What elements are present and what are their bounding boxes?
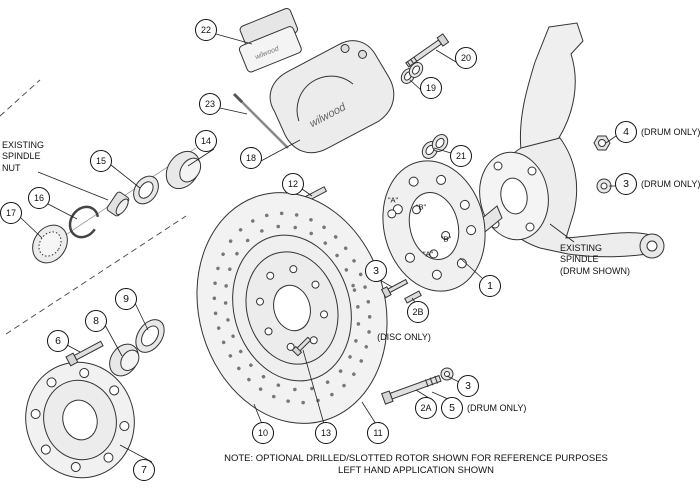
label-existing-spindle-nut: EXISTING SPINDLE NUT xyxy=(2,140,45,173)
dust-cap-part xyxy=(32,224,68,264)
callout-16: 16 xyxy=(28,187,50,209)
drum-bolt-washer-part xyxy=(440,367,454,381)
callout-5: 5 xyxy=(441,397,463,419)
castle-nut-part xyxy=(593,135,611,151)
rotor-part xyxy=(196,192,388,424)
washer-pair-part xyxy=(421,134,449,159)
callout-2A: 2A xyxy=(415,397,437,419)
bracket-hole-label-0: "A" xyxy=(387,195,399,205)
brake-pads-part: wilwood xyxy=(238,7,302,73)
spindle-nut-washer-part xyxy=(133,175,159,205)
bracket-hole-label-3: "A" xyxy=(422,249,434,259)
callout-23: 23 xyxy=(199,93,221,115)
outer-bearing-part xyxy=(165,150,202,190)
callout-12: 12 xyxy=(282,173,304,195)
retaining-ring-part xyxy=(68,205,100,239)
callout-18: 18 xyxy=(240,147,262,169)
callout-10: 10 xyxy=(252,422,274,444)
rotor-bolt-part xyxy=(291,336,312,357)
callout-15: 15 xyxy=(90,150,112,172)
callout-tag-3: (DRUM ONLY) xyxy=(641,179,700,189)
drum-bolt-part xyxy=(381,374,442,405)
callout-9: 9 xyxy=(115,288,137,310)
note-line-1: NOTE: OPTIONAL DRILLED/SLOTTED ROTOR SHO… xyxy=(224,453,608,464)
caliper-part: wilwood xyxy=(269,40,395,154)
inner-bearing-part xyxy=(109,343,140,377)
callout-1: 1 xyxy=(479,275,501,297)
caliper-bracket-part xyxy=(382,160,486,292)
note-line-2: LEFT HAND APPLICATION SHOWN xyxy=(338,465,494,477)
callout-17: 17 xyxy=(0,202,22,224)
spindle-washer-part xyxy=(596,178,612,194)
callout-3: 3 xyxy=(365,260,387,282)
callout-4: 4 xyxy=(615,121,637,143)
caliper-bolt-part xyxy=(405,33,450,68)
grease-seal-part xyxy=(135,319,165,353)
callout-22: 22 xyxy=(195,19,217,41)
callout-3: 3 xyxy=(457,375,479,397)
callout-11: 11 xyxy=(367,422,389,444)
spindle-nut-part xyxy=(106,191,130,217)
spindle-knuckle-part xyxy=(458,22,665,259)
callout-8: 8 xyxy=(85,310,107,332)
label-existing-spindle: EXISTING SPINDLE (DRUM SHOWN) xyxy=(560,243,630,276)
callout-2B: 2B xyxy=(407,301,429,323)
bracket-hole-label-2: "B" xyxy=(440,234,452,244)
disc-bolt-part xyxy=(380,278,409,299)
label-disc-only: (DISC ONLY) xyxy=(377,332,431,342)
callout-6: 6 xyxy=(47,330,69,352)
wheel-stud-part xyxy=(65,340,104,367)
stud-2b-part xyxy=(404,290,422,304)
callout-13: 13 xyxy=(315,422,337,444)
pad-pin-part xyxy=(232,92,289,149)
callout-19: 19 xyxy=(420,77,442,99)
callout-tag-5: (DRUM ONLY) xyxy=(467,403,527,413)
bolt-washers-part xyxy=(400,62,424,84)
callout-3: 3 xyxy=(615,173,637,195)
bracket-hole-label-1: "B" xyxy=(415,202,427,212)
callout-tag-4: (DRUM ONLY) xyxy=(641,127,700,137)
hub-part xyxy=(25,361,135,479)
cutaway-boundary-lines xyxy=(0,79,187,335)
callout-7: 7 xyxy=(133,459,155,481)
note: NOTE: OPTIONAL DRILLED/SLOTTED ROTOR SHO… xyxy=(140,453,692,478)
callout-20: 20 xyxy=(455,47,477,69)
callout-14: 14 xyxy=(195,130,217,152)
callout-21: 21 xyxy=(450,145,472,167)
